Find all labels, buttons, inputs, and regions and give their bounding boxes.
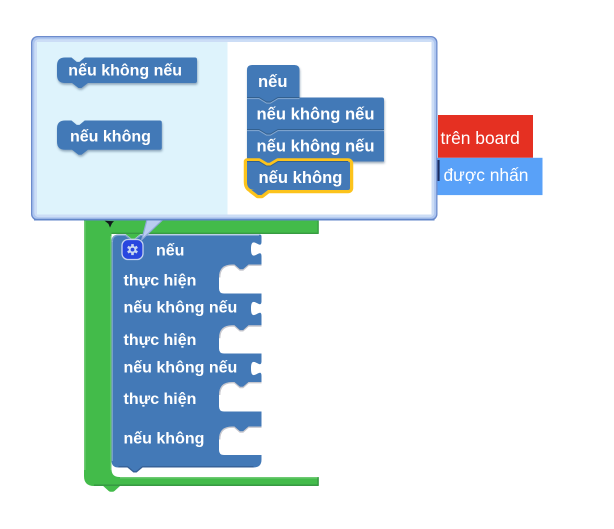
svg-text:nếu: nếu	[156, 243, 184, 260]
svg-text:thực hiện: thực hiện	[124, 332, 197, 349]
svg-text:nếu không nếu: nếu không nếu	[257, 137, 375, 156]
svg-text:trên board: trên board	[441, 128, 520, 148]
svg-text:nếu không nếu: nếu không nếu	[68, 63, 182, 80]
svg-text:thực hiện: thực hiện	[124, 391, 197, 408]
svg-text:nếu không: nếu không	[259, 168, 343, 187]
svg-text:được nhấn: được nhấn	[444, 165, 529, 185]
svg-text:thực hiện: thực hiện	[124, 273, 197, 290]
svg-text:nếu: nếu	[258, 72, 288, 91]
svg-text:nếu không nếu: nếu không nếu	[257, 105, 375, 124]
svg-text:nếu không nếu: nếu không nếu	[124, 359, 238, 376]
svg-text:nếu không: nếu không	[70, 129, 151, 146]
svg-text:nếu không nếu: nếu không nếu	[124, 300, 238, 317]
svg-text:nếu không: nếu không	[124, 431, 205, 448]
